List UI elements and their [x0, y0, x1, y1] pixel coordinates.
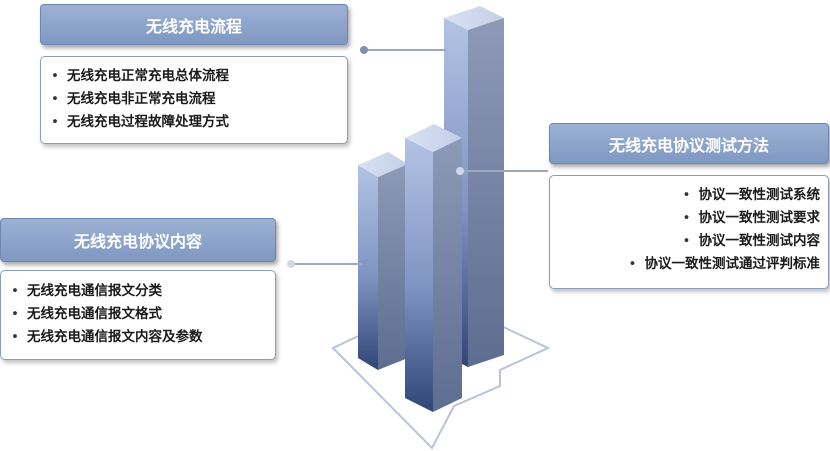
bar-left — [358, 152, 408, 370]
list-item: 无线充电通信报文分类 — [1, 280, 275, 303]
flow-list: 无线充电正常充电总体流程 无线充电非正常充电流程 无线充电过程故障处理方式 — [41, 65, 347, 134]
test-list: 协议一致性测试系统 协议一致性测试要求 协议一致性测试内容 协议一致性测试通过评… — [550, 184, 828, 276]
content-title: 无线充电协议内容 — [73, 232, 202, 251]
list-item: 无线充电通信报文内容及参数 — [1, 326, 275, 349]
content-panel: 无线充电通信报文分类 无线充电通信报文格式 无线充电通信报文内容及参数 — [0, 270, 276, 360]
test-title: 无线充电协议测试方法 — [608, 135, 769, 155]
list-item: 协议一致性测试内容 — [550, 230, 821, 253]
flow-header: 无线充电流程 — [40, 4, 348, 45]
connectors — [287, 46, 548, 268]
test-header: 无线充电协议测试方法 — [549, 123, 829, 164]
list-item: 无线充电正常充电总体流程 — [41, 65, 347, 88]
list-item: 协议一致性测试通过评判标准 — [550, 253, 821, 276]
flow-panel: 无线充电正常充电总体流程 无线充电非正常充电流程 无线充电过程故障处理方式 — [40, 56, 348, 144]
list-item: 无线充电非正常充电流程 — [41, 88, 347, 111]
list-item: 协议一致性测试系统 — [550, 184, 821, 207]
list-item: 无线充电过程故障处理方式 — [41, 111, 347, 134]
flow-title: 无线充电流程 — [145, 16, 242, 36]
list-item: 协议一致性测试要求 — [550, 207, 821, 230]
content-list: 无线充电通信报文分类 无线充电通信报文格式 无线充电通信报文内容及参数 — [1, 280, 275, 349]
test-panel: 协议一致性测试系统 协议一致性测试要求 协议一致性测试内容 协议一致性测试通过评… — [549, 175, 829, 289]
list-item: 无线充电通信报文格式 — [1, 303, 275, 326]
bar-front — [405, 124, 462, 412]
content-header: 无线充电协议内容 — [0, 218, 276, 262]
